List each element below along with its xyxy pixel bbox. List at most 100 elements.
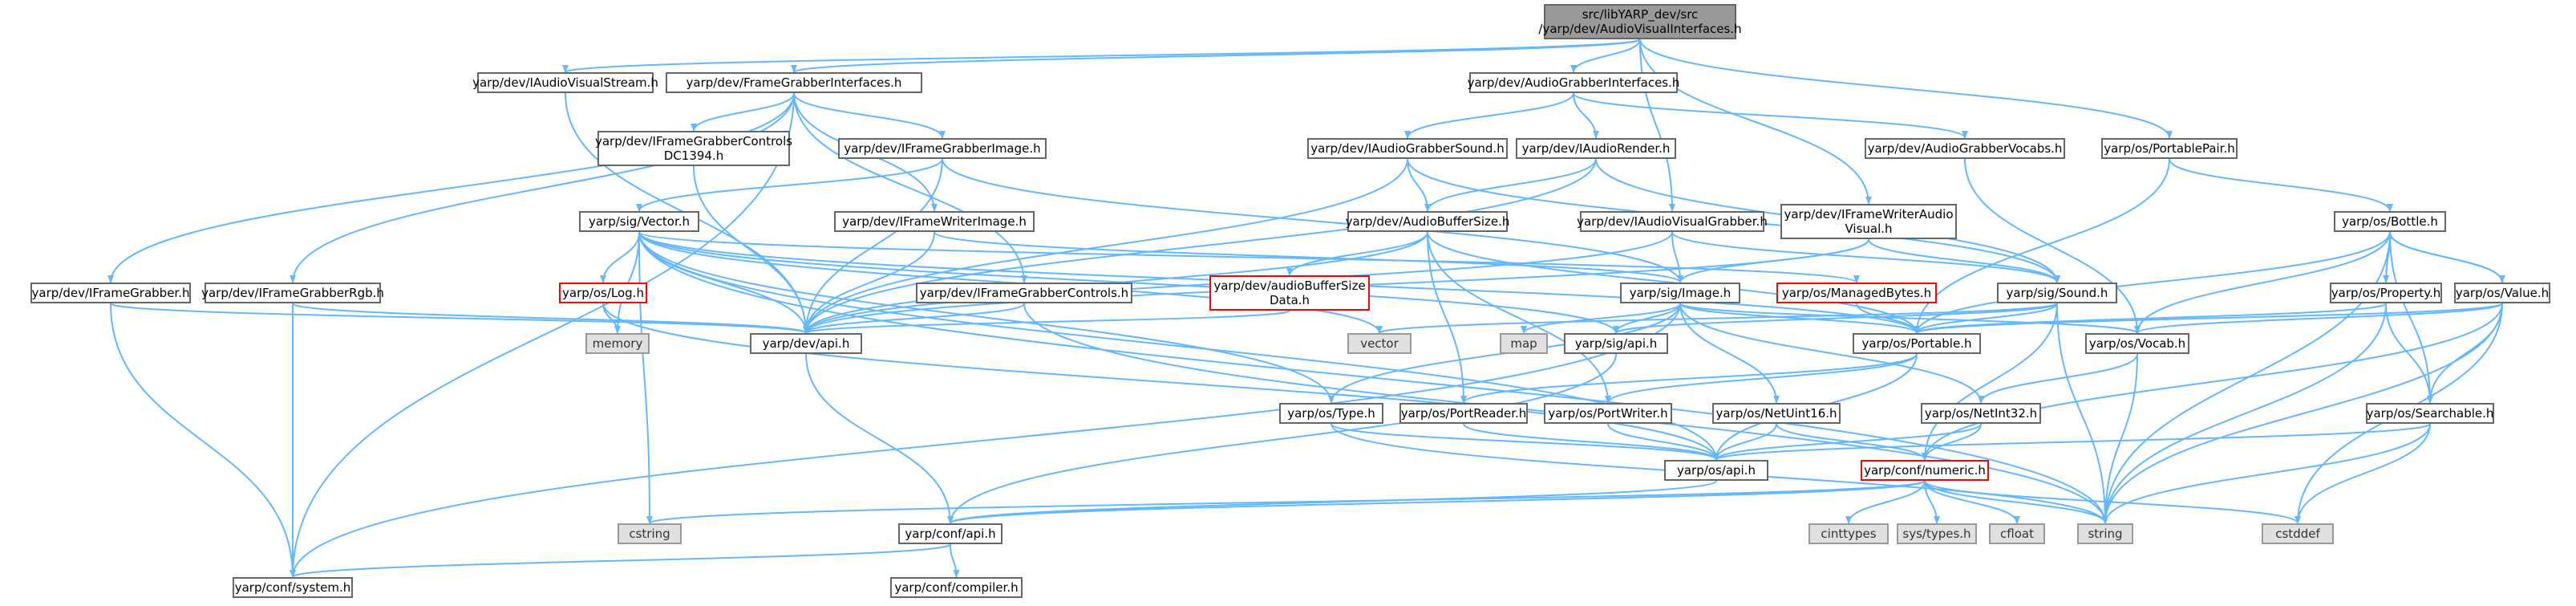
- edge-confapi-to-system: [290, 543, 951, 578]
- edge-audiobuffersize-to-portreader: [1427, 231, 1467, 404]
- header-node-iframegrabberimage[interactable]: yarp/dev/IFrameGrabberImage.h: [838, 138, 1047, 159]
- header-node-iframegrabberrgb[interactable]: yarp/dev/IFrameGrabberRgb.h: [201, 283, 384, 303]
- header-node-portwriter[interactable]: yarp/os/PortWriter.h: [1544, 403, 1672, 424]
- header-node-audiograbberinterfaces[interactable]: yarp/dev/AudioGrabberInterfaces.h: [1468, 72, 1679, 93]
- header-node-label: yarp/dev/audioBufferSize: [1213, 279, 1366, 293]
- edge-type-to-osapi: [1331, 423, 1719, 461]
- edge-value-to-vocab: [2134, 303, 2503, 334]
- edge-iframegrabber-to-devapi: [110, 303, 809, 334]
- edge-numeric-to-cinttypes: [1845, 480, 1926, 524]
- header-node-image[interactable]: yarp/sig/Image.h: [1620, 283, 1740, 303]
- edge-iframewriterimage-to-image: [934, 231, 1683, 283]
- header-node-audiobuffersize[interactable]: yarp/dev/AudioBufferSize.h: [1345, 211, 1510, 232]
- header-node-label: yarp/conf/system.h: [234, 580, 351, 595]
- edge-vector-to-type: [638, 231, 1335, 404]
- header-node-label: yarp/os/api.h: [1676, 463, 1756, 478]
- header-node-label: yarp/os/Searchable.h: [2366, 406, 2494, 421]
- header-node-iframegrabbercontrols[interactable]: yarp/dev/IFrameGrabberControls.h: [916, 283, 1132, 303]
- header-node-confapi[interactable]: yarp/conf/api.h: [898, 523, 1002, 544]
- header-node-system[interactable]: yarp/conf/system.h: [233, 577, 353, 598]
- edge-property-to-string: [2102, 303, 2387, 524]
- header-node-netuint16[interactable]: yarp/os/NetUint16.h: [1712, 403, 1841, 424]
- header-node-iframewriterimage[interactable]: yarp/dev/IFrameWriterImage.h: [834, 211, 1035, 232]
- header-node-label: yarp/dev/api.h: [762, 336, 850, 351]
- edge-numeric-to-systypes: [1924, 480, 1940, 524]
- edge-bottle-to-searchable: [2389, 231, 2433, 404]
- header-node-value[interactable]: yarp/os/Value.h: [2454, 283, 2550, 303]
- header-node-vector[interactable]: yarp/sig/Vector.h: [579, 211, 699, 232]
- header-node-root: src/libYARP_dev/src/yarp/dev/AudioVisual…: [1538, 4, 1742, 39]
- edge-image-to-system: [290, 303, 1681, 578]
- header-node-label: yarp/os/PortReader.h: [1400, 406, 1527, 421]
- header-node-netint32[interactable]: yarp/os/NetInt32.h: [1921, 403, 2041, 424]
- header-node-label: yarp/dev/IFrameGrabberRgb.h: [201, 286, 384, 300]
- edge-sound-to-sigapi: [1613, 303, 2058, 334]
- header-node-memory: memory: [585, 333, 650, 354]
- edge-root-to-portablepair: [1639, 39, 2173, 139]
- edge-sound-to-portable: [1914, 303, 2058, 334]
- header-node-compiler[interactable]: yarp/conf/compiler.h: [890, 577, 1023, 598]
- header-node-portablepair[interactable]: yarp/os/PortablePair.h: [2101, 138, 2238, 159]
- edge-sigapi-to-confapi: [947, 353, 1617, 524]
- header-node-type[interactable]: yarp/os/Type.h: [1279, 403, 1383, 424]
- edge-numeric-to-confapi: [947, 480, 1926, 524]
- header-node-label: yarp/conf/compiler.h: [894, 580, 1019, 595]
- header-node-sound[interactable]: yarp/sig/Sound.h: [1997, 283, 2117, 303]
- header-node-label: yarp/os/Vocab.h: [2088, 336, 2186, 351]
- header-node-framegrabberinterfaces[interactable]: yarp/dev/FrameGrabberInterfaces.h: [666, 72, 922, 93]
- header-node-osapi[interactable]: yarp/os/api.h: [1664, 460, 1768, 481]
- edge-image-to-portable: [1679, 303, 1920, 334]
- header-node-portreader[interactable]: yarp/os/PortReader.h: [1399, 403, 1528, 424]
- edge-iaudiorender-to-audiobuffersize: [1424, 158, 1597, 212]
- header-node-label: yarp/os/Log.h: [562, 286, 644, 300]
- edge-audiograbberinterfaces-to-iaudiograbbersound: [1404, 92, 1574, 139]
- header-node-bottle[interactable]: yarp/os/Bottle.h: [2334, 211, 2446, 232]
- header-node-portable[interactable]: yarp/os/Portable.h: [1853, 333, 1981, 354]
- header-node-vector: vector: [1347, 333, 1412, 354]
- header-node-label: yarp/os/Type.h: [1287, 406, 1375, 421]
- edge-root-to-iframewriteraudiovisual: [1639, 39, 1872, 205]
- header-node-numeric[interactable]: yarp/conf/numeric.h: [1861, 460, 1989, 481]
- header-node-iaudiovisualstream[interactable]: yarp/dev/IAudioVisualStream.h: [472, 72, 658, 93]
- edge-portablepair-to-bottle: [2169, 158, 2393, 212]
- header-node-label: string: [2088, 527, 2123, 541]
- edge-iaudiorender-to-devapi: [803, 158, 1597, 334]
- header-node-label: yarp/dev/AudioBufferSize.h: [1345, 214, 1510, 229]
- edge-framegrabberinterfaces-to-iframegrabbercontrolsdc1394: [691, 92, 795, 132]
- header-node-label: yarp/sig/Vector.h: [588, 214, 691, 229]
- edge-vocab-to-netint32: [1978, 353, 2138, 404]
- edge-portreader-to-osapi: [1463, 423, 1719, 461]
- header-node-label: yarp/os/ManagedBytes.h: [1781, 286, 1932, 300]
- edge-image-to-vocab: [1679, 303, 2141, 334]
- header-node-label: yarp/os/PortWriter.h: [1548, 406, 1668, 421]
- header-node-iaudiovisualgrabber[interactable]: yarp/dev/IAudioVisualGrabber.h: [1577, 211, 1768, 232]
- header-node-label: src/libYARP_dev/src: [1582, 7, 1699, 22]
- header-node-iframegrabber[interactable]: yarp/dev/IFrameGrabber.h: [30, 283, 191, 303]
- edge-portwriter-to-osapi: [1607, 423, 1719, 461]
- header-node-label: yarp/os/NetUint16.h: [1715, 406, 1837, 421]
- edge-sound-to-vector: [1376, 303, 2058, 334]
- header-node-managedbytes[interactable]: yarp/os/ManagedBytes.h: [1776, 283, 1937, 303]
- edge-numeric-to-cstddef: [1924, 480, 2301, 524]
- header-node-property[interactable]: yarp/os/Property.h: [2330, 283, 2442, 303]
- header-node-iaudiograbbersound[interactable]: yarp/dev/IAudioGrabberSound.h: [1307, 138, 1508, 159]
- header-node-label: yarp/sig/api.h: [1574, 336, 1658, 351]
- edge-iframewriteraudiovisual-to-sound: [1868, 238, 2060, 283]
- header-node-label: yarp/sig/Image.h: [1629, 286, 1732, 300]
- header-node-sigapi[interactable]: yarp/sig/api.h: [1564, 333, 1668, 354]
- header-node-log[interactable]: yarp/os/Log.h: [559, 283, 647, 303]
- header-node-label: yarp/os/Bottle.h: [2342, 214, 2438, 229]
- header-node-devapi[interactable]: yarp/dev/api.h: [750, 333, 862, 354]
- header-node-label: yarp/dev/IFrameGrabberControls: [594, 134, 793, 148]
- edge-numeric-to-cfloat: [1924, 480, 2020, 524]
- header-node-label: /yarp/dev/AudioVisualInterfaces.h: [1538, 22, 1742, 36]
- header-node-audiograbbervocabs[interactable]: yarp/dev/AudioGrabberVocabs.h: [1865, 138, 2065, 159]
- edge-iaudiograbbersound-to-devapi: [803, 158, 1408, 334]
- header-node-searchable[interactable]: yarp/os/Searchable.h: [2366, 403, 2494, 424]
- header-node-vocab[interactable]: yarp/os/Vocab.h: [2085, 333, 2189, 354]
- header-node-iaudiorender[interactable]: yarp/dev/IAudioRender.h: [1516, 138, 1676, 159]
- edge-portable-to-portreader: [1460, 353, 1918, 404]
